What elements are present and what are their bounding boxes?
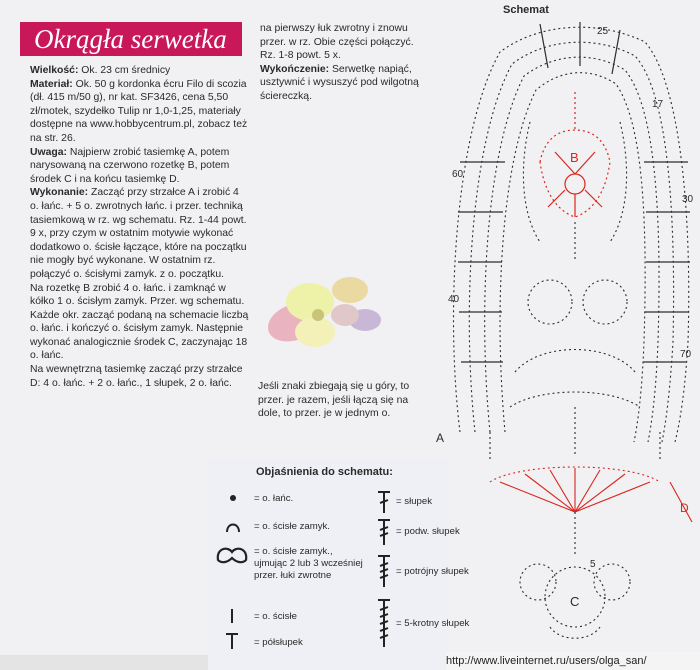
paragraph-finishing: Wykończenie: Serwetkę napiąć, usztywnić … [260,63,419,102]
paragraph-material: Materiał: Ok. 50 g kordonka écru Filo di… [30,78,248,144]
triple-treble-icon [378,555,390,587]
fan-ray [524,473,576,513]
row-label-25: 25 [597,26,609,37]
rosette-center [564,173,586,195]
center-base [549,626,601,639]
slip-stitch-join-icon [216,547,248,564]
legend-item-treble: = podw. słupek [396,526,460,537]
five-fold-treble-icon [378,599,390,647]
paragraph-note: Uwaga: Najpierw zrobić tasiemkę A, potem… [30,146,230,185]
petal-rose [331,304,359,326]
arc-right-upper [609,121,628,243]
row-label-17: 17 [652,99,664,110]
fan-outer-arc [489,466,661,483]
paragraph-execution: Wykonanie: Zacząć przy strzałce A i zrob… [30,187,247,280]
chain-stitch-icon [230,495,236,501]
center-loop-left [519,563,557,601]
outer-band-mid-line [468,41,675,443]
arc-lower [514,349,636,373]
stitch-row [611,29,621,75]
instructions-column-1: Wielkość: Ok. 23 cm średnicy Materiał: O… [30,64,250,390]
legend-item-half-double: = półsłupek [254,637,303,648]
label-b: B [570,150,579,165]
outer-band-stitches [458,22,690,363]
row-label-30: 30 [682,194,694,205]
legend-item-five-fold: = 5-krotny słupek [396,618,470,629]
legend-item-double: = słupek [396,496,432,507]
symbol-note: Jeśli znaki zbiegają się u góry, to prze… [258,381,410,420]
rosette-ray [584,189,603,208]
label-a: A [436,431,444,445]
rosette-ray [554,151,576,175]
fan-ray [499,481,576,513]
arc-ring-left [527,279,573,325]
arc-ring-right [582,279,628,325]
legend-title: Objaśnienia do schematu: [256,466,393,478]
flower-center [312,309,324,321]
vertical-links [489,222,661,462]
page-title: Okrągła serwetka [20,22,242,56]
half-double-icon [226,633,238,649]
row-label-60: 60 [452,169,464,180]
outer-band-inner-line [484,56,660,443]
rosette-b [539,92,611,218]
legend-item-slip-close: = o. ścisłe zamyk. [254,521,330,532]
outer-band [452,26,690,443]
double-crochet-icon [378,491,390,513]
legend-item-slip-join: = o. ścisłe zamyk., ujmując 2 lub 3 wcze… [254,546,363,581]
flower-illustration [267,277,381,347]
fan-ray [574,481,651,513]
legend-panel: Objaśnienia do schematu: = o. łańc. = o.… [208,458,470,670]
fan-ray [574,473,626,513]
arc-bottom [509,391,641,408]
petal-yellow [286,283,334,321]
rosette-ray [547,189,566,208]
fan-d [489,466,693,523]
rosette-outline [539,129,611,218]
row-label-5: 5 [590,559,596,570]
treble-crochet-icon [378,519,390,545]
slip-stitch-close-icon [226,523,240,533]
paragraph-inner-band: Na wewnętrzną tasiemkę zacząć przy strza… [30,364,243,389]
stitch-row [539,23,549,69]
fan-ray [574,469,601,513]
paragraph-size: Wielkość: Ok. 23 cm średnicy [30,65,171,76]
center-c [519,512,631,639]
fan-ray [549,469,576,513]
center-loop-right [593,563,631,601]
center-ring [544,566,606,628]
schema-title: Schemat [503,4,549,16]
legend-item-triple: = potrójny słupek [396,566,469,577]
legend-item-chain: = o. łańc. [254,493,294,504]
label-c: C [570,594,579,609]
bottom-strip [0,655,208,670]
row-label-40: 40 [448,294,460,305]
row-label-70: 70 [680,349,692,360]
outer-band-outer-line [452,26,690,443]
crochet-schema: 25 60 40 30 70 17 5 B C D A [436,22,694,639]
source-url: http://www.liveinternet.ru/users/olga_sa… [446,652,700,670]
inner-arcs [509,121,641,408]
paragraph-continue: na pierwszy łuk zwrotny i znowu przer. w… [260,23,414,62]
paragraph-rosette: Na rozetkę B zrobić 4 o. łańc. i zamknąć… [30,282,249,362]
single-crochet-icon [231,609,233,623]
rosette-ray [574,151,596,175]
outer-band-core-line [499,72,646,443]
petal-small [332,277,368,303]
legend-item-single: = o. ścisłe [254,611,297,622]
label-d: D [680,501,689,515]
instructions-column-2: na pierwszy łuk zwrotny i znowu przer. w… [260,22,420,104]
fan-arrow [669,481,693,523]
petal-cream [295,317,335,347]
arc-left-upper [522,121,541,243]
